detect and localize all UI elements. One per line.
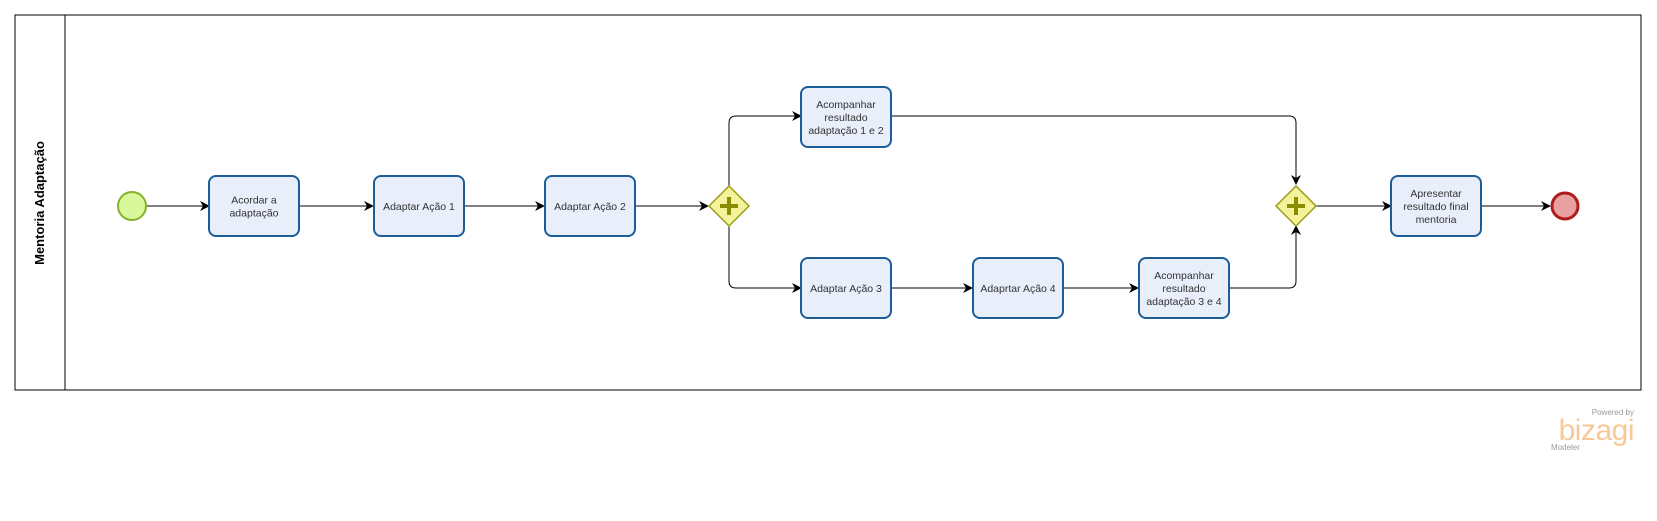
powered-by-text: Powered by [1592, 408, 1634, 417]
task-label-line: adaptação 3 e 4 [1146, 296, 1221, 308]
flow-acompanhar-3-4-to-join [1229, 225, 1301, 289]
task-label-line: resultado [824, 112, 867, 124]
task-label-line: Adaptar Ação 1 [383, 201, 455, 213]
task-label-line: Acompanhar [1154, 270, 1214, 282]
task-adaptar-acao-3[interactable]: Adaptar Ação 3 [800, 257, 892, 319]
pool-label: Mentoria Adaptação [32, 141, 47, 265]
task-label-line: Adaptar Ação 2 [554, 201, 626, 213]
flow-split-to-acompanhar-1-2 [728, 111, 802, 186]
plus-icon [1287, 204, 1305, 208]
modeler-text: Modeler [1551, 443, 1580, 452]
task-label-line: Adaprtar Ação 4 [980, 283, 1055, 295]
task-label: Adaptar Ação 2 [554, 201, 626, 213]
task-label-line: Adaptar Ação 3 [810, 283, 882, 295]
task-adaptar-acao-2[interactable]: Adaptar Ação 2 [544, 175, 636, 237]
task-label-line: Acompanhar [816, 99, 876, 111]
bizagi-logo: bizagi [1559, 414, 1634, 447]
end-event[interactable] [1550, 191, 1580, 221]
task-label-line: resultado [1162, 283, 1205, 295]
task-label-line: resultado final [1403, 201, 1468, 213]
parallel-join-gateway[interactable] [1274, 184, 1318, 228]
task-label: Adaptar Ação 1 [383, 201, 455, 213]
task-adaptar-acao-1[interactable]: Adaptar Ação 1 [373, 175, 465, 237]
start-event[interactable] [117, 191, 147, 221]
bizagi-watermark: Powered by bizagi Modeler [1551, 408, 1635, 452]
task-label-line: Acordar a [231, 195, 277, 207]
task-label: Adaptar Ação 3 [810, 283, 882, 295]
task-label-line: adaptação [229, 208, 278, 220]
flow-split-to-acao3 [728, 226, 802, 293]
task-adaprtar-acao-4[interactable]: Adaprtar Ação 4 [972, 257, 1064, 319]
task-label-line: Apresentar [1410, 188, 1462, 200]
task-label-line: adaptação 1 e 2 [808, 125, 883, 137]
parallel-split-gateway[interactable] [707, 184, 751, 228]
flow-acompanhar-1-2-to-join [891, 115, 1301, 185]
task-label: Adaprtar Ação 4 [980, 283, 1055, 295]
plus-icon [720, 204, 738, 208]
task-label-line: mentoria [1416, 214, 1457, 226]
